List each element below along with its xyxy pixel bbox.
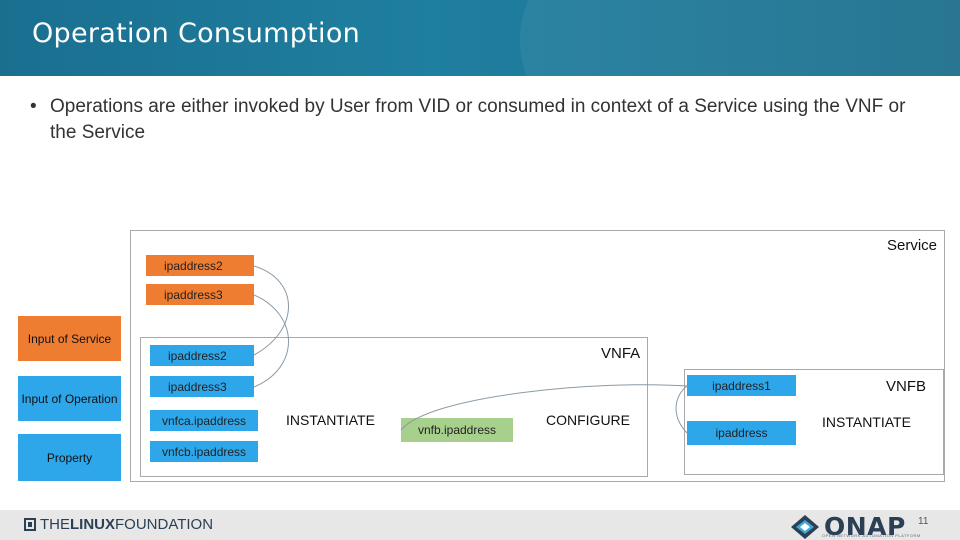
service-box bbox=[130, 230, 945, 482]
legend-input-of-service: Input of Service bbox=[18, 316, 121, 361]
vnfb-property-ipaddress: ipaddress bbox=[687, 421, 796, 445]
lf-bold: LINUX bbox=[70, 516, 115, 533]
vnfb-input-ipaddress1: ipaddress1 bbox=[687, 375, 796, 396]
vnfb-instantiate-operation: INSTANTIATE bbox=[822, 414, 911, 430]
vnfa-property-vnfcb-ipaddress: vnfcb.ipaddress bbox=[150, 441, 258, 462]
vnfb-label: VNFB bbox=[886, 378, 927, 395]
onap-wordmark: ONAP bbox=[824, 512, 906, 540]
service-input-ipaddress2: ipaddress2 bbox=[146, 255, 254, 276]
page-number: 11 bbox=[918, 516, 929, 527]
slide-header: Operation Consumption bbox=[0, 0, 960, 76]
linux-foundation-mark-icon bbox=[24, 518, 36, 531]
vnfa-label: VNFA bbox=[601, 345, 641, 362]
vnfa-property-vnfca-ipaddress: vnfca.ipaddress bbox=[150, 410, 258, 431]
vnfa-input-ipaddress2: ipaddress2 bbox=[150, 345, 254, 366]
slide-title: Operation Consumption bbox=[32, 18, 361, 49]
legend-input-of-operation: Input of Operation bbox=[18, 376, 121, 421]
bullet-text: Operations are either invoked by User fr… bbox=[50, 96, 906, 143]
bullet-dot: • bbox=[30, 96, 37, 117]
linux-foundation-logo: THE LINUX FOUNDATION bbox=[24, 516, 213, 533]
vnfa-input-ipaddress3: ipaddress3 bbox=[150, 376, 254, 397]
service-input-ipaddress3: ipaddress3 bbox=[146, 284, 254, 305]
configure-operation: CONFIGURE bbox=[546, 412, 630, 428]
onap-emblem-icon bbox=[791, 514, 819, 539]
header-decoration bbox=[520, 0, 960, 76]
service-label: Service bbox=[887, 237, 938, 254]
legend-property: Property bbox=[18, 434, 121, 481]
lf-suffix: FOUNDATION bbox=[115, 516, 214, 533]
vnfa-instantiate-operation: INSTANTIATE bbox=[286, 412, 375, 428]
onap-tagline: OPEN NETWORK AUTOMATION PLATFORM bbox=[822, 533, 921, 538]
lf-prefix: THE bbox=[40, 516, 70, 533]
bullet-point: • Operations are either invoked by User … bbox=[30, 94, 930, 146]
onap-logo: ONAP bbox=[790, 512, 906, 540]
configure-input-vnfb-ipaddress: vnfb.ipaddress bbox=[401, 418, 513, 442]
